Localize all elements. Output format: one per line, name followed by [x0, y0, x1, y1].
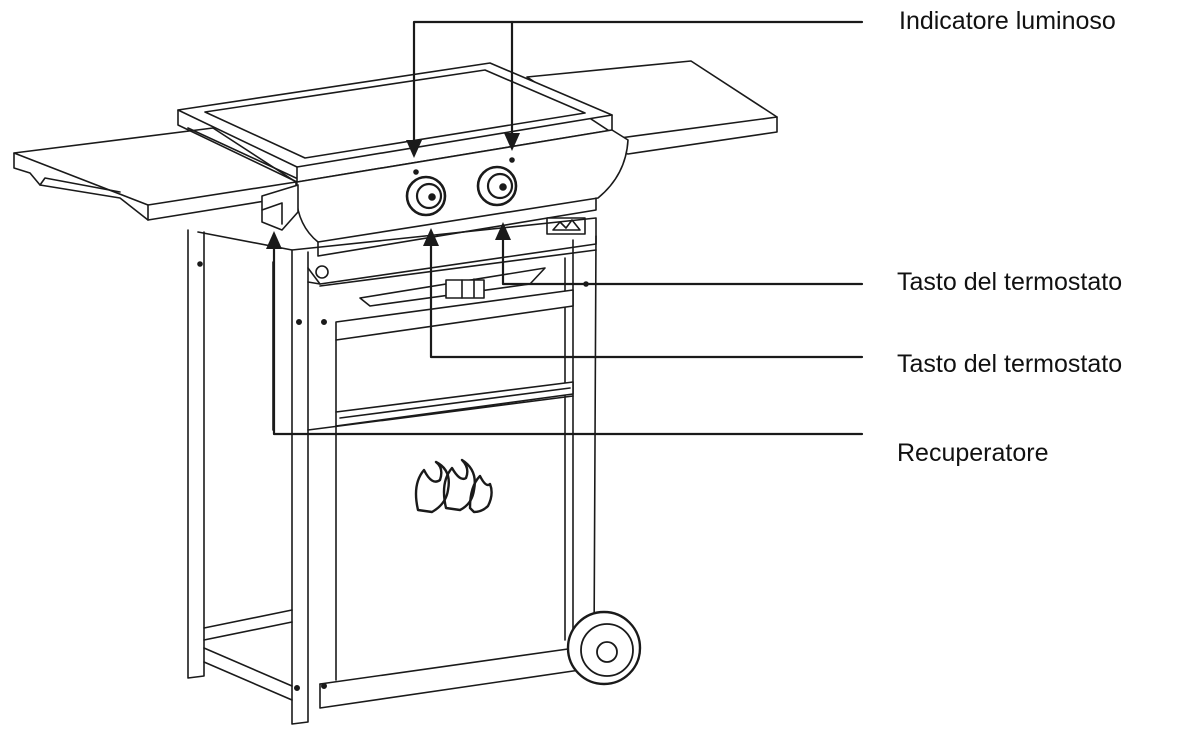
callout-lines: [272, 20, 864, 436]
wheel: [566, 610, 642, 686]
arrowheads: [266, 133, 520, 249]
thermostat-knob-right: [476, 157, 518, 207]
arrow-indicator-right: [504, 133, 520, 151]
indicator-leader-left: [412, 20, 864, 144]
thermostat-lower-label: Tasto del termostato: [897, 350, 1123, 378]
arrow-indicator-left: [406, 140, 422, 158]
arrow-drip-tray: [266, 231, 282, 249]
thermostat-upper-label: Tasto del termostato: [897, 268, 1123, 296]
cart-frame: [187, 217, 597, 725]
thermostat-knob-left: [405, 169, 447, 217]
indicator-label: Indicatore luminoso: [899, 7, 1116, 35]
flame-logo: [414, 458, 493, 514]
arrow-thermostat-upper: [495, 222, 511, 240]
thermostat-upper-leader: [501, 238, 864, 286]
arrow-thermostat-lower: [423, 228, 439, 246]
drip-tray-label: Recuperatore: [897, 439, 1049, 467]
thermostat-lower-leader: [429, 244, 864, 359]
drip-tray-leader: [272, 247, 864, 436]
